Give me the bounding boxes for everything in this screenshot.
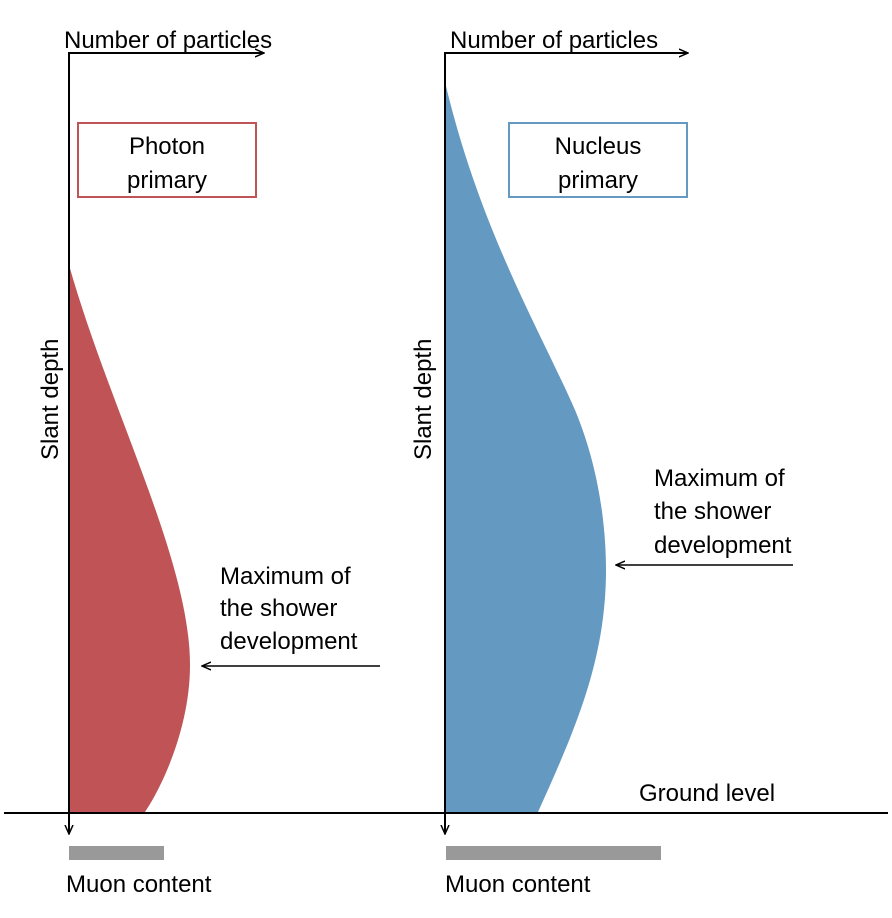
nucleus-max-label-line3: development xyxy=(654,532,792,559)
photon-primary-box xyxy=(77,122,257,198)
photon-primary-label-line1: Photon xyxy=(129,133,205,160)
photon-max-label-line3: development xyxy=(220,628,358,655)
nucleus-max-label-line2: the shower xyxy=(654,498,771,525)
nucleus-muon-label: Muon content xyxy=(445,871,591,898)
photon-max-label-line1: Maximum of xyxy=(220,563,351,590)
photon-muon-label: Muon content xyxy=(66,871,212,898)
nucleus-shower-profile xyxy=(445,82,606,812)
photon-shower-profile xyxy=(69,265,190,812)
nucleus-panel: Number of particles Slant depth Nucleus … xyxy=(410,27,793,898)
photon-muon-bar xyxy=(69,846,164,860)
photon-primary-label-line2: primary xyxy=(127,167,207,194)
nucleus-primary-box xyxy=(508,122,688,198)
photon-x-axis-label: Number of particles xyxy=(64,27,272,54)
nucleus-max-label-line1: Maximum of xyxy=(654,465,785,492)
ground-level-label: Ground level xyxy=(639,780,775,807)
nucleus-y-axis-label: Slant depth xyxy=(410,339,437,460)
photon-y-axis-label: Slant depth xyxy=(37,339,64,460)
photon-max-label-line2: the shower xyxy=(220,595,337,622)
photon-panel: Number of particles Slant depth Photon p… xyxy=(37,27,380,898)
nucleus-primary-label-line2: primary xyxy=(558,167,638,194)
nucleus-primary-label-line1: Nucleus xyxy=(555,133,642,160)
nucleus-x-axis-label: Number of particles xyxy=(450,27,658,54)
nucleus-muon-bar xyxy=(446,846,661,860)
